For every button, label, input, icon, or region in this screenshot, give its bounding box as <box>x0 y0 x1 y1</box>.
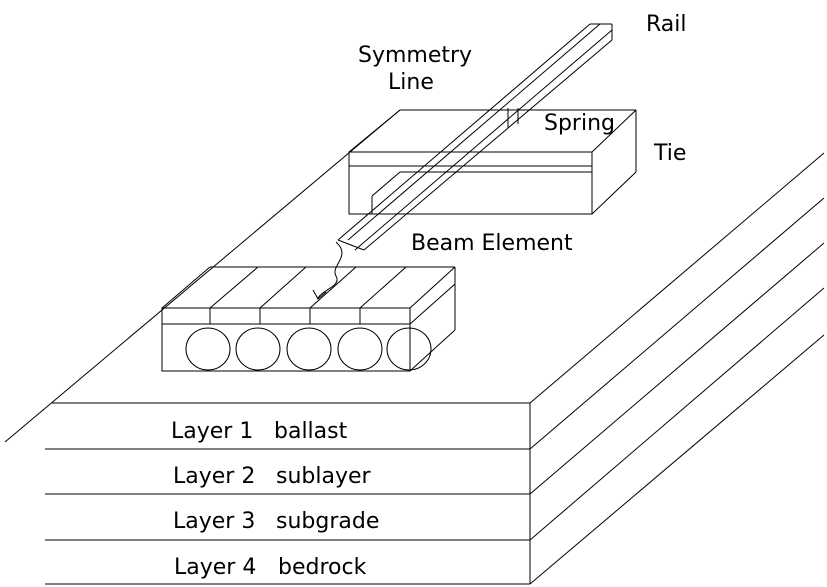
layer-3-name: subgrade <box>276 509 379 534</box>
layer-1-name: ballast <box>274 419 348 444</box>
symmetry-label-line1: Symmetry <box>358 43 472 68</box>
layer-1-number: Layer 1 <box>171 419 253 444</box>
layer-block <box>45 152 825 585</box>
beam-element-label: Beam Element <box>411 231 573 256</box>
rail-beam <box>337 23 613 251</box>
layer-3-number: Layer 3 <box>173 509 255 534</box>
layer-2-name: sublayer <box>276 464 372 489</box>
layer-2-number: Layer 2 <box>173 464 255 489</box>
layer-4-number: Layer 4 <box>174 555 256 580</box>
symmetry-plane <box>4 109 452 443</box>
tie-block <box>348 109 637 215</box>
tie-label: Tie <box>653 141 686 166</box>
symmetry-label-line2: Line <box>388 70 434 95</box>
rail-label: Rail <box>646 12 687 37</box>
layer-4-name: bedrock <box>278 555 367 580</box>
beam-element-arrow <box>312 241 343 300</box>
ballast-box <box>161 266 456 372</box>
spring-label: Spring <box>544 111 615 136</box>
